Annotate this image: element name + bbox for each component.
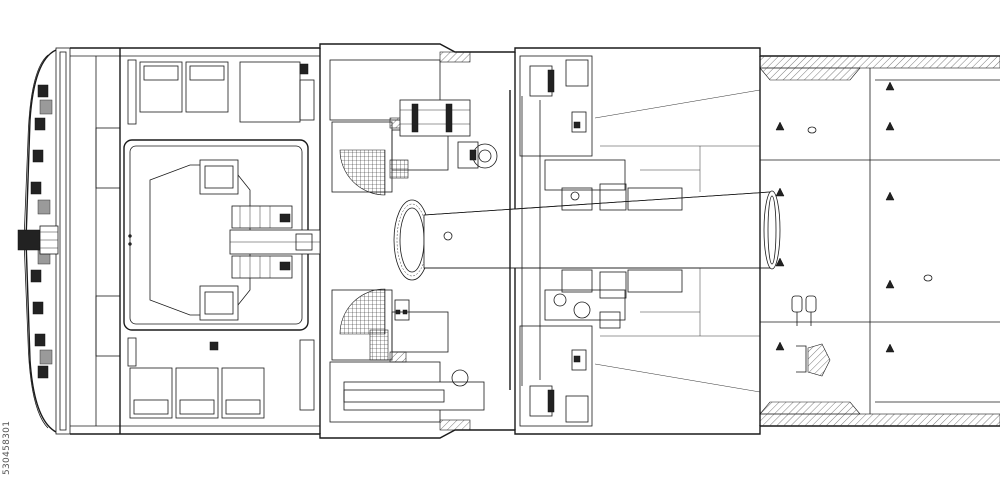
shield-outline	[70, 43, 1000, 439]
tail-skin	[759, 55, 1000, 427]
screw-conveyor-tube	[423, 190, 781, 270]
stock-id-watermark: 530458301	[2, 420, 12, 475]
middle-section	[329, 51, 498, 431]
segment-bolts	[775, 81, 933, 353]
rear-thrust-section	[509, 55, 683, 427]
cutter-head	[17, 47, 71, 435]
lower-cabinets	[127, 337, 315, 419]
forward-shield	[95, 127, 321, 357]
center-cutter	[17, 225, 59, 255]
upper-cabinets	[127, 59, 315, 125]
upper-mechanism	[399, 99, 498, 169]
tail-guides	[594, 89, 761, 393]
drive-motor	[231, 205, 293, 279]
